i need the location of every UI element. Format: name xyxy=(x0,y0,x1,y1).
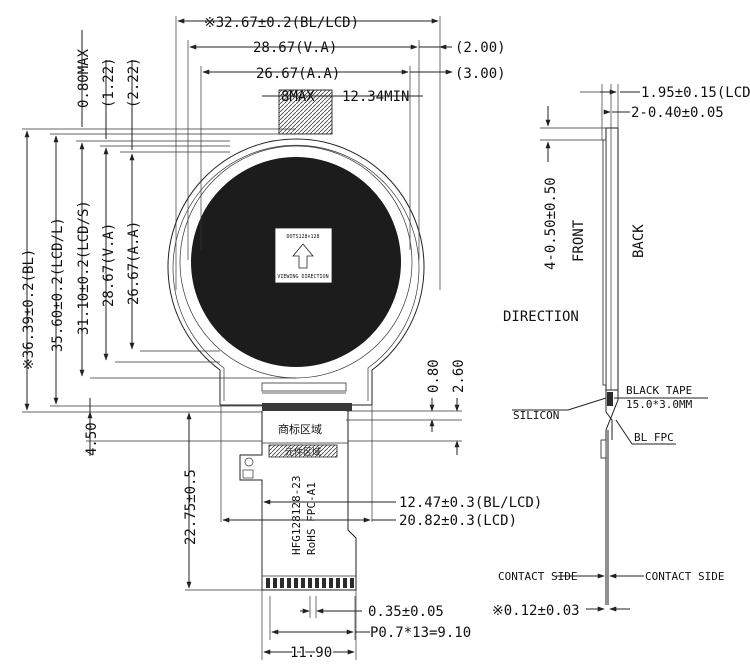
viewing-direction-text: VIEWING DIRECTION xyxy=(277,274,328,280)
label-back: BACK xyxy=(631,224,647,258)
label-contact-side-left: CONTACT SIDE xyxy=(498,570,577,583)
dim-fpc-max: 8MAX xyxy=(281,89,315,105)
dim-height-lcd-l: 35.60±0.2(LCD/L) xyxy=(50,217,66,352)
dim-offset-2: (2.00) xyxy=(455,40,506,56)
dim-0-80-max: 0.80MAX xyxy=(76,48,92,108)
dim-fpc-min: 12.34MIN xyxy=(342,89,409,105)
label-front: FRONT xyxy=(571,219,587,262)
dim-1-22: (1.22) xyxy=(101,57,117,108)
dim-fpc-tail-width: 11.90 xyxy=(290,645,332,661)
display-outline: DOTS128×128 VIEWING DIRECTION xyxy=(167,89,425,411)
dim-fpc-width-lcd: 20.82±0.3(LCD) xyxy=(399,513,517,529)
panel-label-box xyxy=(274,227,333,284)
fpc: 商标区域 元件区域 HFG128128-23 RoHS FPC-A1 xyxy=(239,411,357,591)
label-contact-side-right: CONTACT SIDE xyxy=(645,570,724,583)
bottom-dimensions: 12.47±0.3(BL/LCD) 20.82±0.3(LCD) 0.35±0.… xyxy=(220,405,542,663)
left-dimensions: ※36.39±0.2(BL) 35.60±0.2(LCD/L) 31.10±0.… xyxy=(21,30,296,591)
dim-height-va: 28.67(V.A) xyxy=(101,223,117,307)
dim-0-80: 0.80 xyxy=(426,359,442,393)
dim-height-aa: 26.67(A.A) xyxy=(126,221,142,305)
fpc-rohs-text: RoHS FPC-A1 xyxy=(305,482,318,555)
dim-2-60: 2.60 xyxy=(451,359,467,393)
dim-height-lcd-s: 31.10±0.2(LCD/S) xyxy=(76,200,92,335)
dim-4-50: 4.50 xyxy=(84,422,100,456)
dim-fpc-thickness: 2-0.40±0.05 xyxy=(631,105,724,121)
lcd-outline xyxy=(167,138,425,405)
dim-fpc-width-bl-lcd: 12.47±0.3(BL/LCD) xyxy=(399,495,542,511)
dim-pin-pitch: P0.7*13=9.10 xyxy=(370,625,471,641)
fpc-contact-pins xyxy=(266,578,354,588)
fpc-logo-area-text: 商标区域 xyxy=(278,422,322,436)
dim-width-bl-lcd: ※32.67±0.2(BL/LCD) xyxy=(204,15,359,31)
connector-bar xyxy=(262,403,352,411)
dim-height-bl: ※36.39±0.2(BL) xyxy=(21,249,37,370)
dim-offset-3: (3.00) xyxy=(455,66,506,82)
label-black-tape: BLACK TAPE xyxy=(626,384,692,397)
dim-fpc-end-thickness: ※0.12±0.03 xyxy=(492,603,580,619)
top-fpc-tab xyxy=(278,89,333,135)
dim-2-22: (2.22) xyxy=(126,57,142,108)
viewing-arrow-icon xyxy=(292,243,314,269)
label-direction: DIRECTION xyxy=(503,309,579,325)
fpc-component-area xyxy=(268,444,338,458)
dim-cover-thickness: 4-0.50±0.50 xyxy=(543,177,559,270)
label-tape-size: 15.0*3.0MM xyxy=(626,398,693,411)
side-panel xyxy=(605,127,619,391)
top-dimensions: ※32.67±0.2(BL/LCD) 28.67(V.A) (2.00) 26.… xyxy=(175,15,506,290)
right-dimensions: 0.80 2.60 xyxy=(346,359,467,455)
label-silicon: SILICON xyxy=(513,409,559,422)
fpc-model-text: HFG128128-23 xyxy=(290,476,303,555)
dim-width-aa: 26.67(A.A) xyxy=(256,66,340,82)
side-view: 1.95±0.15(LCD) 2-0.40±0.05 4-0.50±0.50 F… xyxy=(492,84,750,619)
bl-outline xyxy=(172,145,420,401)
dim-width-va: 28.67(V.A) xyxy=(253,40,337,56)
dim-lcd-thickness: 1.95±0.15(LCD) xyxy=(641,85,750,101)
panel-model-text: DOTS128×128 xyxy=(286,234,319,240)
label-bl-fpc: BL FPC xyxy=(634,431,674,444)
dim-fpc-length: 22.75±0.5 xyxy=(183,469,199,545)
fpc-component-area-text: 元件区域 xyxy=(285,446,321,458)
dim-pin-width: 0.35±0.05 xyxy=(368,604,444,620)
